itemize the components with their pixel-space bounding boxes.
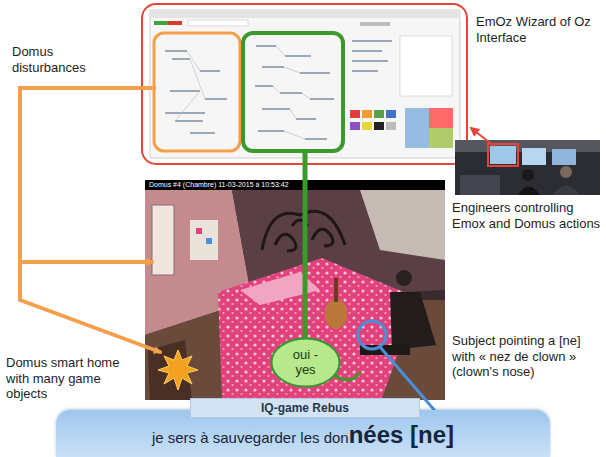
camera-timestamp: Domus #4 (Chambre) 11-03-2015 à 10:53:42 [147,181,291,189]
home-label: Domus smart home with many game objects [6,355,128,402]
interface-screenshot [255,85,273,87]
interface-screenshot [350,110,360,118]
interface-screenshot [172,58,190,60]
room-photo [190,220,218,260]
interface-screenshot [350,108,453,148]
interface-screenshot [150,10,460,18]
interface-screenshot [310,98,334,100]
engineers-photo [522,169,534,181]
interface-screenshot [190,132,215,134]
engineers-photo [522,148,546,165]
interface-screenshot [429,128,453,148]
pointer-line [471,128,494,146]
interface-screenshot [305,138,327,140]
room-photo [325,299,347,329]
interface-screenshot [296,118,316,120]
interface-screenshot [352,40,392,42]
room-photo [390,292,436,350]
rebus-text: je sers à sauvegarder les don [152,430,349,447]
engineers-photo [553,186,580,196]
room-photo [334,278,338,302]
speech-bubble: oui - yes [270,337,341,388]
note-label: Domus disturbances [12,44,112,75]
room-photo [145,180,445,190]
interface-screenshot [360,22,390,26]
interface-screenshot [142,4,467,164]
interface-screenshot [154,21,168,25]
interface-screenshot [362,110,372,118]
interface-screenshot [175,120,203,122]
interface-screenshot [300,72,330,74]
interface-screenshot [386,110,396,118]
interface-screenshot [165,112,205,114]
disturbance-lines [20,88,160,352]
interface-screenshot [258,130,284,132]
interface-screenshot [350,122,360,130]
disturbance-lines [20,88,154,300]
game-tab: IQ-game Rebus [190,398,420,418]
interface-screenshot [188,20,248,26]
pointing-circle [358,321,386,349]
interface-screenshot [352,50,382,52]
room-photo [145,180,445,400]
interface-screenshot [200,70,220,72]
interface-screenshot [362,122,372,130]
engineers-photo [488,144,518,166]
disturbance-lines [20,260,152,264]
interface-screenshot [142,4,467,164]
room-photo [360,190,445,260]
interface-screenshot [352,60,388,62]
interface-screenshot [400,36,452,96]
engineers-label: Engineers controlling Emox and Domus act… [452,200,604,231]
engineers-photo [552,149,576,165]
rebus-answer: nées [ne] [349,422,454,448]
interface-screenshot [280,92,302,94]
interface-label: EmOz Wizard of Oz Interface [476,14,602,45]
room-photo [312,229,333,246]
interface-screenshot [170,90,200,92]
tab-title: IQ-game Rebus [261,401,349,415]
engineers-photo [518,187,540,196]
bubble-outline [272,339,340,387]
interface-screenshot [205,98,227,100]
interface-screenshot [154,33,240,151]
interface-screenshot [285,55,311,57]
engineers-photo [490,146,516,164]
room-photo [240,272,320,305]
room-photo [218,258,418,398]
engineers-photo [460,175,500,195]
interface-screenshot [168,21,182,25]
interface-screenshot [374,122,384,130]
room-photo [152,205,174,275]
room-photo [145,180,445,400]
engineers-photo [455,140,600,195]
interface-screenshot [405,108,453,148]
engineers-photo [560,166,572,178]
room-photo [206,238,212,244]
room-photo [275,234,296,251]
interface-screenshot [374,110,384,118]
interface-screenshot [150,10,460,158]
interface-screenshot [243,33,343,151]
interface-screenshot [386,122,396,130]
interface-screenshot [352,70,378,72]
subject-label: Subject pointing a [ne] with « nez de cl… [452,333,604,380]
interface-screenshot [165,50,187,52]
interface-screenshot [405,108,429,148]
dialogue-line [303,151,308,340]
disturbance-lines [20,300,160,352]
bubble-text: oui - yes [284,348,328,378]
interface-screenshot [165,40,392,140]
interface-screenshot [256,45,276,47]
disturbance-burst [158,350,198,390]
room-photo [196,228,202,234]
interface-screenshot [262,66,284,68]
room-photo [396,270,412,286]
engineers-photo [455,140,600,195]
interface-screenshot [262,108,290,110]
